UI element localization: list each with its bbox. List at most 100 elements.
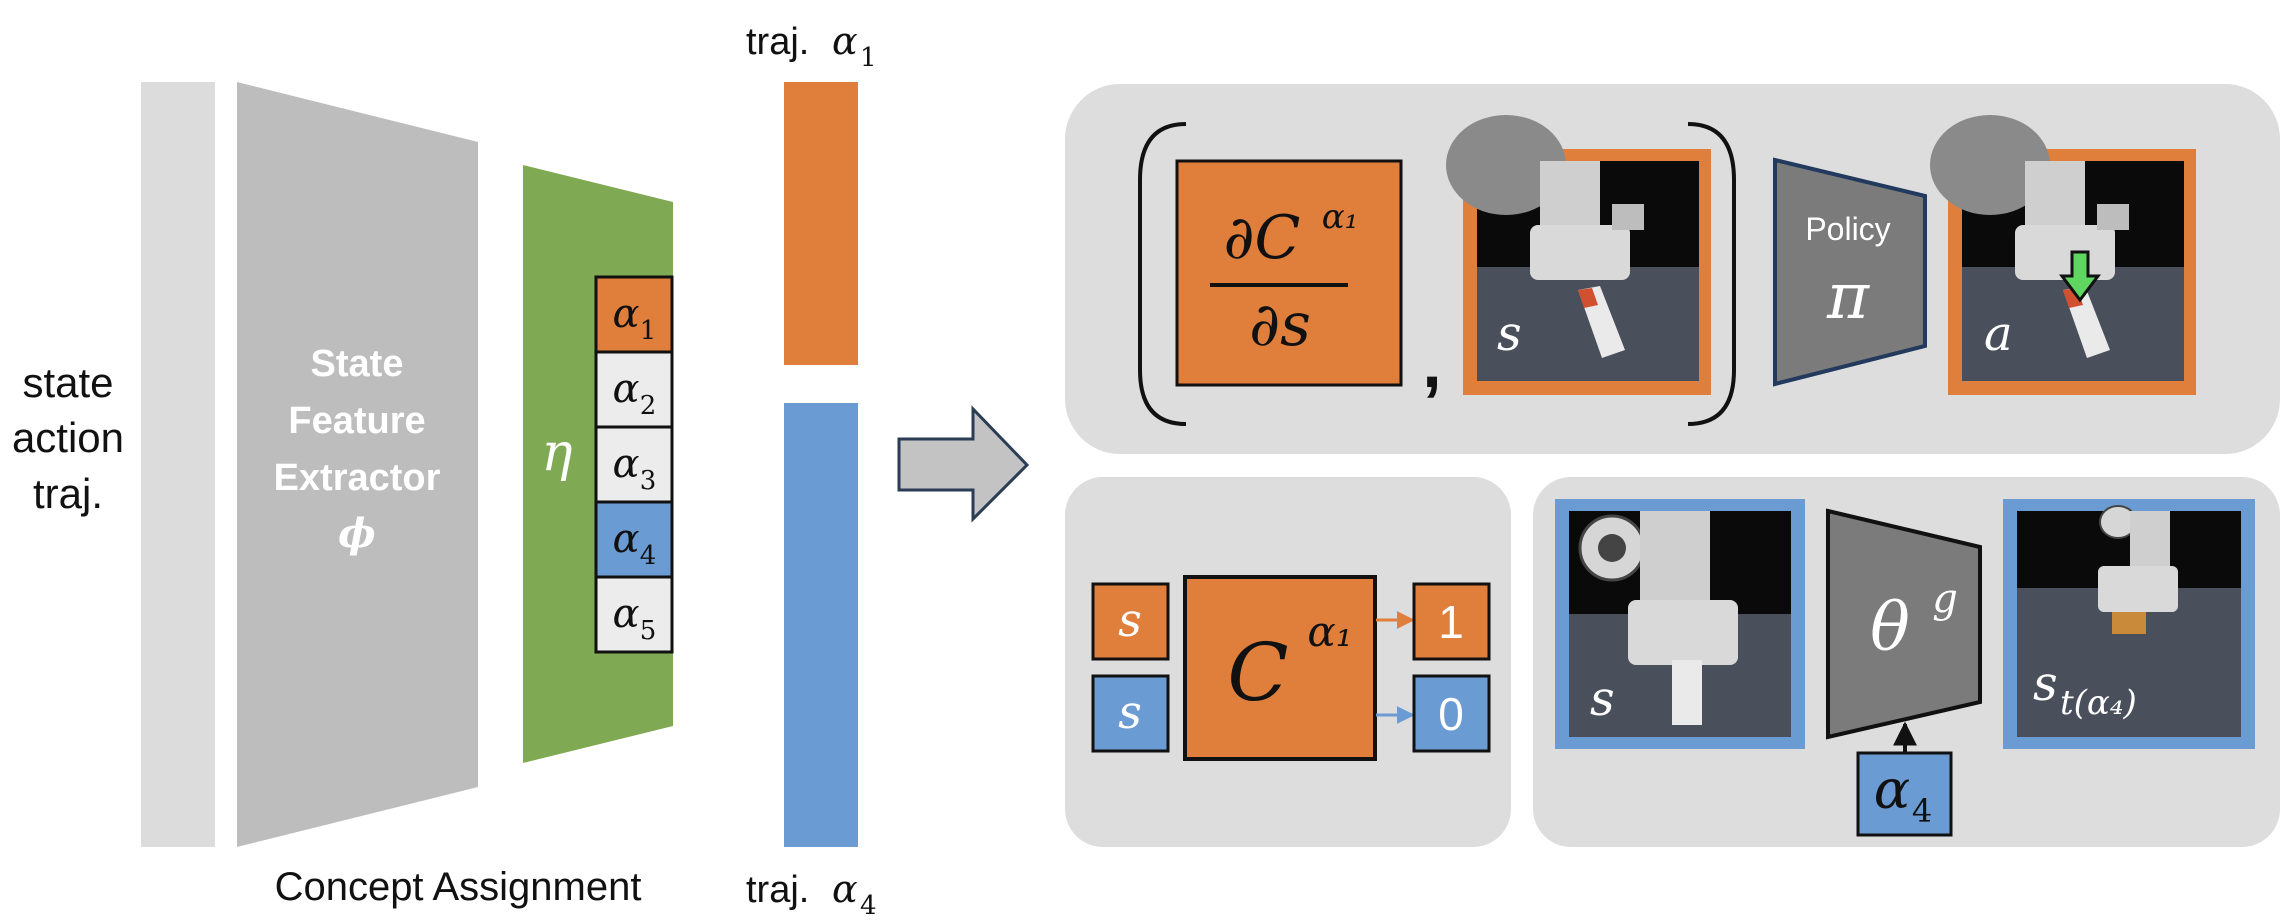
- output-orange-box: [1412, 582, 1491, 661]
- robot-knob-icon: [1612, 204, 1644, 230]
- extractor-line1: State: [311, 343, 404, 385]
- concept-slot-subscript: 1: [640, 316, 657, 346]
- concept-slot-alpha: α: [612, 291, 639, 337]
- policy-panel: ∂C α₁ ∂s , s Policy π: [1065, 84, 2280, 454]
- traj-alpha4-bar: [784, 403, 858, 847]
- concept-assignment-label: Concept Assignment: [275, 865, 642, 909]
- concept-slot-alpha: α: [612, 516, 639, 562]
- action-robot-gripper-icon: [2015, 225, 2115, 280]
- block-handle-icon: [1578, 288, 1598, 308]
- condition-box: [1856, 751, 1953, 837]
- concept-slot-subscript: 5: [640, 616, 657, 646]
- traj-top-alpha: α: [832, 19, 858, 63]
- generator-input-block-icon: [1672, 660, 1702, 725]
- gradient-numerator: ∂C: [1224, 203, 1301, 273]
- policy-trapezoid: [1773, 157, 1927, 387]
- generator-input-joint-center-icon: [1598, 534, 1626, 562]
- concept-slot-box: [594, 275, 674, 354]
- traj-bottom-subscript: 4: [860, 891, 877, 921]
- traj-bottom-prefix: traj.: [746, 869, 809, 911]
- generator-trapezoid: [1826, 508, 1982, 740]
- concept-gradient-box: [1175, 159, 1403, 387]
- gradient-denominator: ∂s: [1249, 290, 1311, 360]
- condition-subscript: 4: [1912, 792, 1932, 830]
- output-blue-label: 0: [1438, 688, 1464, 740]
- state-action-traj-label: state action traj.: [12, 359, 124, 517]
- left-label-line1: state: [22, 359, 113, 406]
- down-arrow-icon: [2059, 250, 2101, 303]
- robot-gripper-icon: [1530, 225, 1630, 280]
- action-image-label: a: [1984, 306, 2013, 362]
- generator-input-arm-icon: [1640, 511, 1710, 611]
- generator-input-label: s: [1590, 671, 1615, 727]
- action-image: a: [1930, 115, 2196, 395]
- generator-base: θ: [1870, 589, 1910, 666]
- tuple-comma: ,: [1422, 324, 1441, 402]
- traj-top-prefix: traj.: [746, 21, 809, 63]
- phi-symbol: ϕ: [338, 510, 376, 557]
- action-robot-arm-icon: [2025, 161, 2085, 231]
- policy-symbol: π: [1826, 260, 1870, 334]
- generator-target-gripper-icon: [2098, 566, 2178, 612]
- generator-target-block-icon: [2112, 612, 2146, 634]
- concept-slot-box: [594, 500, 674, 579]
- traj-top-label: traj. α 1: [746, 19, 877, 73]
- generator-network: θ g: [1826, 508, 1982, 753]
- robot-link-icon: [1446, 115, 1566, 215]
- action-robot-link-icon: [1930, 115, 2050, 215]
- concept-slot-subscript: 2: [640, 391, 657, 421]
- output-blue-box: [1412, 674, 1491, 753]
- output-orange-label: 1: [1438, 596, 1464, 648]
- generator-target-subscript: t(α₄): [2060, 683, 2137, 723]
- eta-symbol: η: [541, 423, 572, 483]
- extractor-trapezoid: [237, 82, 478, 847]
- concept-slot-box: [594, 350, 674, 429]
- classifier-box: [1183, 575, 1377, 761]
- input-blue-label: s: [1118, 685, 1142, 739]
- concept-slot-alpha: α: [612, 366, 639, 412]
- concept-slot-box: [594, 425, 674, 504]
- input-orange-label: s: [1118, 593, 1142, 647]
- policy-network: Policy π: [1773, 157, 1927, 387]
- left-paren-icon: [1138, 122, 1187, 426]
- concept-slot-subscript: 4: [640, 541, 657, 571]
- concept-slot-alpha: α: [612, 441, 639, 487]
- state-image-floor: [1477, 267, 1699, 381]
- state-image: s: [1446, 115, 1711, 395]
- right-paren-icon: [1687, 122, 1736, 426]
- policy-title: Policy: [1805, 211, 1890, 247]
- pipeline-arrow-icon: [897, 405, 1030, 523]
- traj-bottom-label: traj. α 4: [746, 867, 877, 921]
- classifier-superscript: α₁: [1307, 607, 1352, 656]
- state-image-label: s: [1497, 306, 1522, 362]
- action-robot-knob-icon: [2097, 204, 2129, 230]
- input-orange-box: [1091, 582, 1170, 661]
- left-label-line3: traj.: [33, 470, 103, 517]
- state-feature-extractor: State Feature Extractor ϕ: [237, 82, 478, 847]
- traj-bottom-alpha: α: [832, 867, 858, 911]
- generator-input-image: s: [1555, 499, 1805, 749]
- generator-target-arm-icon: [2130, 511, 2170, 571]
- concept-slot-subscript: 3: [640, 466, 657, 496]
- classifier-base: C: [1227, 626, 1288, 719]
- classifier-panel: s s C α₁ 1 0: [1065, 477, 1511, 847]
- generator-target-base: s: [2033, 656, 2058, 712]
- left-label-line2: action: [12, 414, 124, 461]
- generator-superscript: g: [1932, 576, 1958, 622]
- input-blue-box: [1091, 674, 1170, 753]
- generator-target-image: s t(α₄): [2003, 499, 2255, 749]
- extractor-line3: Extractor: [274, 457, 441, 499]
- traj-alpha1-bar: [784, 82, 858, 365]
- generator-input-gripper-icon: [1628, 600, 1738, 665]
- extractor-line2: Feature: [288, 400, 425, 442]
- concept-slot-box: [594, 575, 674, 654]
- concept-slot-alpha: α: [612, 591, 639, 637]
- condition-base: α: [1874, 758, 1910, 821]
- input-trajectory-bar: [141, 82, 215, 847]
